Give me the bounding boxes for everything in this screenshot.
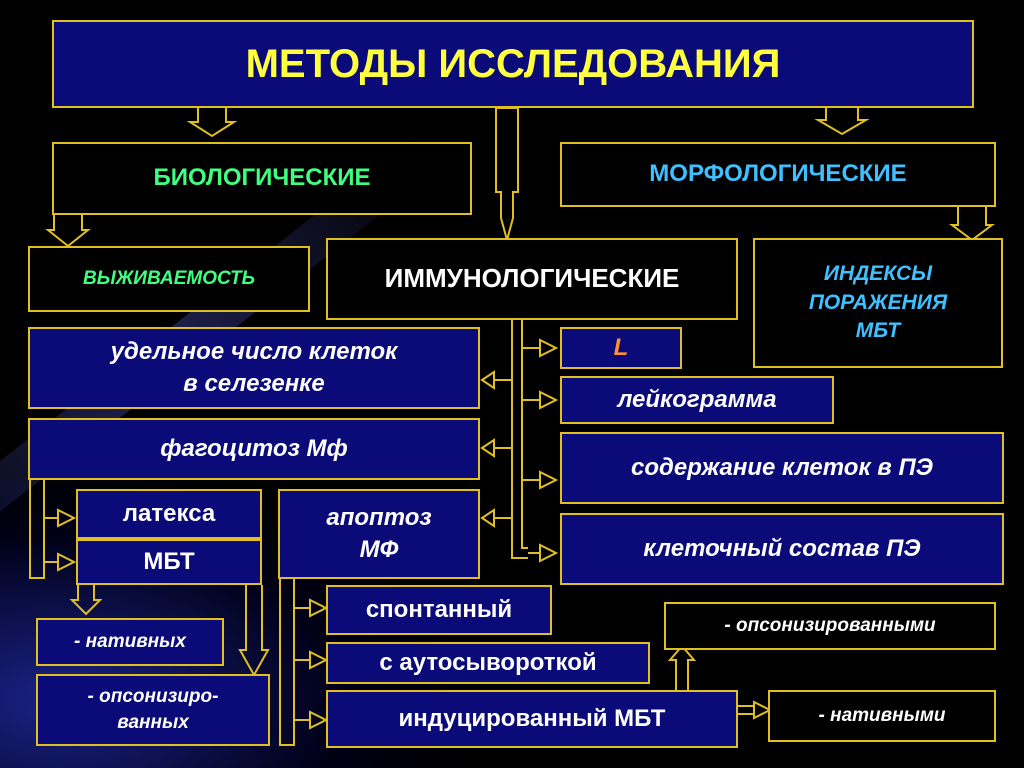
arrow-biological-to-survival: [45, 215, 91, 248]
arrow-title-to-morphological: [814, 108, 870, 136]
pe-composition-box: клеточный состав ПЭ: [560, 513, 1004, 585]
induced-label: индуцированный МБТ: [398, 704, 666, 732]
opsonized-by-label: - опсонизированными: [724, 615, 936, 637]
l-label: L: [613, 333, 629, 361]
spleen-line2: в селезенке: [183, 370, 325, 397]
title-box: МЕТОДЫ ИССЛЕДОВАНИЯ: [52, 20, 974, 108]
phagocytosis-box: фагоцитоз Мф: [28, 418, 480, 480]
mbt-label: МБТ: [143, 547, 195, 575]
pe-composition-label: клеточный состав ПЭ: [643, 534, 921, 562]
spleen-line1: удельное число клеток: [110, 337, 398, 365]
lesion-indices-box: ИНДЕКСЫ ПОРАЖЕНИЯ МБТ: [753, 238, 1003, 368]
biological-label: БИОЛОГИЧЕСКИЕ: [153, 164, 371, 192]
immunological-label: ИММУНОЛОГИЧЕСКИЕ: [384, 263, 680, 294]
spontaneous-box: спонтанный: [326, 585, 552, 635]
opsonized-by-box: - опсонизированными: [664, 602, 996, 650]
leukogram-label: лейкограмма: [617, 385, 777, 413]
arrow-title-to-immunological: [495, 107, 519, 244]
phagocytosis-label: фагоцитоз Мф: [160, 434, 348, 462]
pe-content-label: содержание клеток в ПЭ: [631, 453, 933, 481]
page-title: МЕТОДЫ ИССЛЕДОВАНИЯ: [245, 42, 781, 86]
latex-label: латекса: [122, 499, 216, 527]
native-by-label: - нативными: [818, 705, 946, 727]
immunological-trunk: [480, 320, 559, 563]
apoptosis-line2: МФ: [359, 536, 399, 563]
opsonized-line2: ванных: [117, 712, 189, 733]
autoserum-box: с аутосывороткой: [326, 642, 650, 684]
survival-box: ВЫЖИВАЕМОСТЬ: [28, 246, 310, 312]
autoserum-label: с аутосывороткой: [379, 648, 597, 676]
induced-mbt-box: индуцированный МБТ: [326, 690, 738, 748]
latex-box: латекса: [76, 489, 262, 539]
immunological-box: ИММУНОЛОГИЧЕСКИЕ: [326, 238, 738, 320]
indices-line3: МБТ: [855, 319, 901, 343]
apoptosis-line1: апоптоз: [326, 503, 432, 531]
indices-line2: ПОРАЖЕНИЯ: [808, 290, 948, 314]
arrow-title-to-biological: [186, 108, 238, 138]
leukogram-box: лейкограмма: [560, 376, 834, 424]
spontaneous-label: спонтанный: [365, 595, 513, 623]
l-box: L: [560, 327, 682, 369]
indices-line1: ИНДЕКСЫ: [823, 262, 933, 286]
spleen-cells-box: удельное число клеток в селезенке: [28, 327, 480, 409]
morphological-label: МОРФОЛОГИЧЕСКИЕ: [649, 160, 907, 188]
apoptosis-box: апоптоз МФ: [278, 489, 480, 579]
native-label: - нативных: [74, 631, 186, 653]
morphological-box: МОРФОЛОГИЧЕСКИЕ: [560, 142, 996, 207]
survival-label: ВЫЖИВАЕМОСТЬ: [82, 268, 256, 290]
native-box: - нативных: [36, 618, 224, 666]
apoptosis-branches: [279, 578, 329, 746]
pe-content-box: содержание клеток в ПЭ: [560, 432, 1004, 504]
arrow-morphological-to-indices: [949, 207, 995, 242]
mbt-box: МБТ: [76, 539, 262, 585]
opsonized-box: - опсонизиро- ванных: [36, 674, 270, 746]
biological-box: БИОЛОГИЧЕСКИЕ: [52, 142, 472, 215]
opsonized-line1: - опсонизиро-: [87, 686, 219, 708]
native-by-box: - нативными: [768, 690, 996, 742]
